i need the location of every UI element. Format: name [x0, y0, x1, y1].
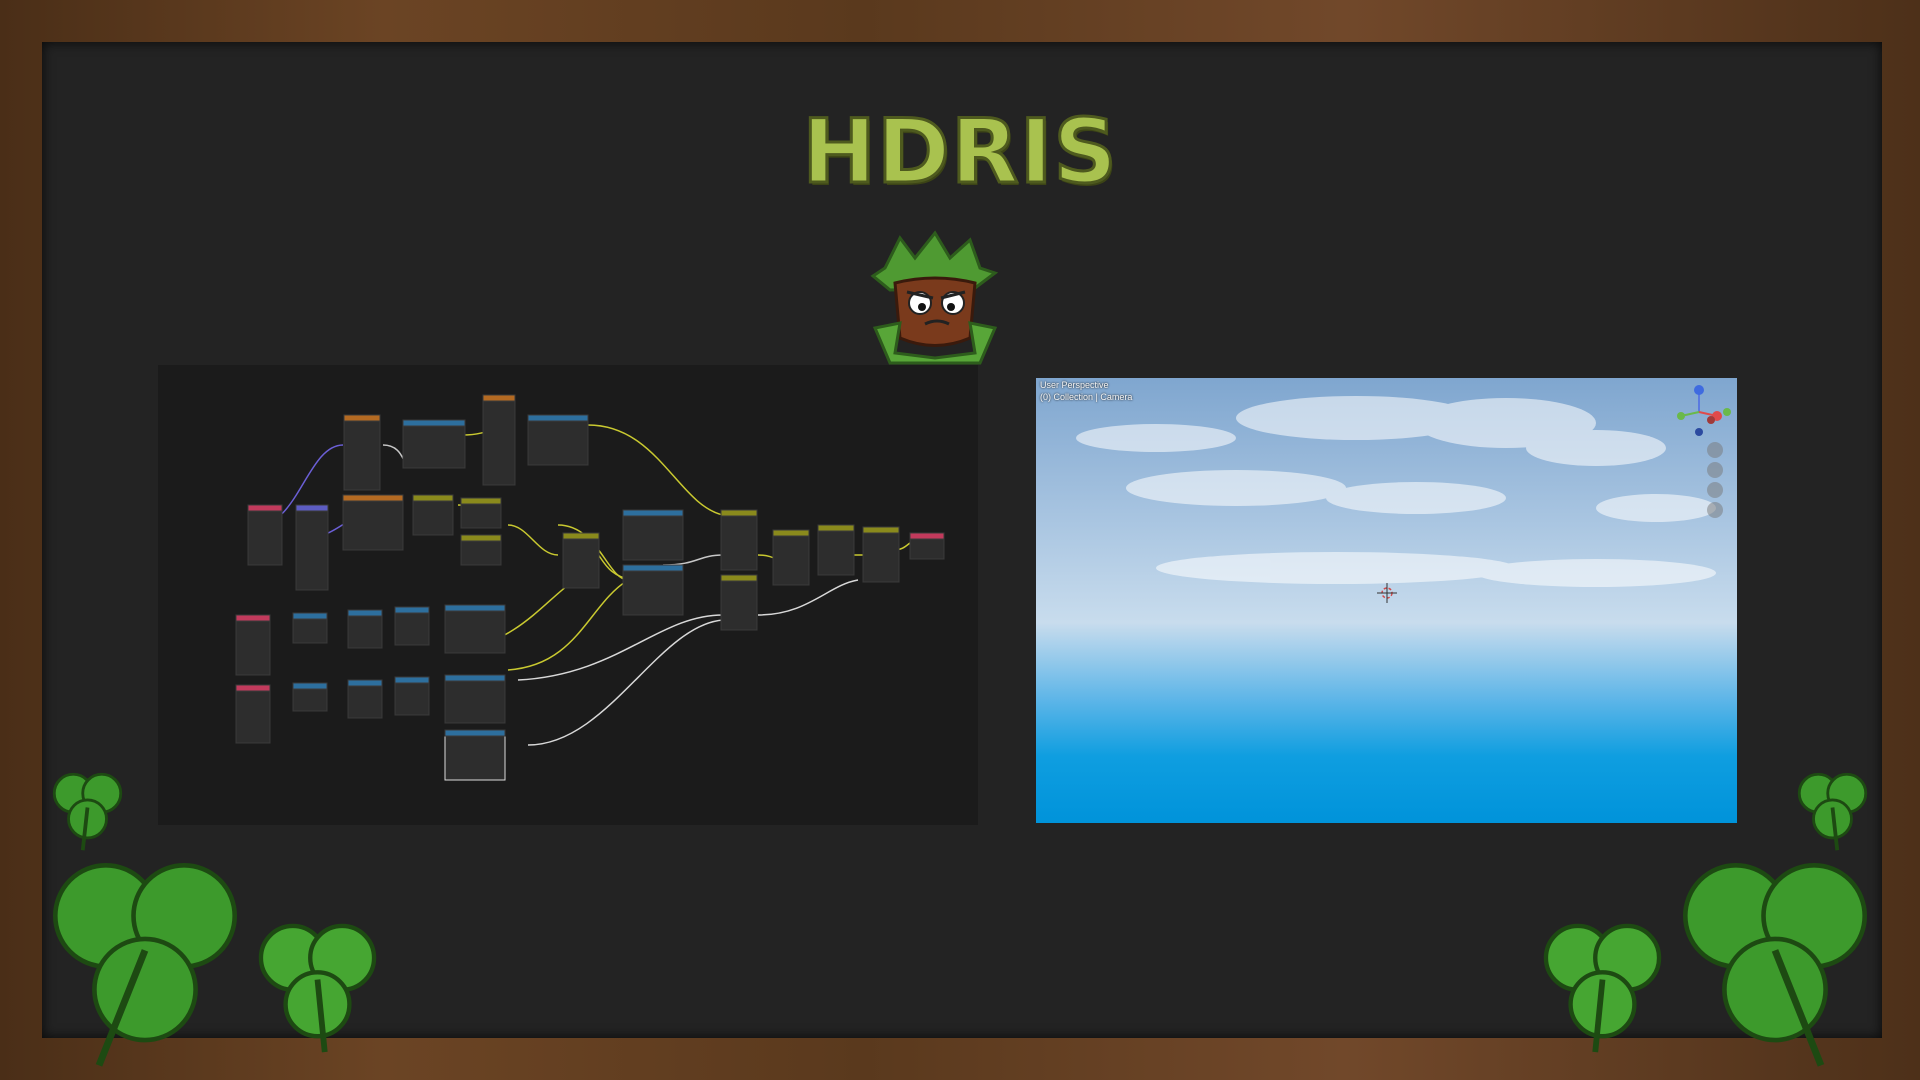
- 3d-viewport[interactable]: User Perspective (0) Collection | Camera: [1036, 378, 1737, 823]
- zoom-icon[interactable]: [1707, 442, 1723, 458]
- clover-icon: [1683, 863, 1867, 1067]
- 3d-cursor-icon: [1377, 583, 1397, 603]
- clover-icon: [52, 772, 123, 851]
- grid-icon[interactable]: [1707, 502, 1723, 518]
- clover-icon: [258, 923, 377, 1053]
- viewport-tool-column: [1707, 442, 1725, 522]
- camera-icon[interactable]: [1707, 482, 1723, 498]
- navigation-gizmo-icon[interactable]: [1673, 382, 1733, 442]
- clover-icon: [1543, 923, 1662, 1053]
- hazelnut-mascot-icon: [870, 230, 999, 365]
- node-editor-screenshot: [158, 365, 978, 825]
- viewport-collection-label: (0) Collection | Camera: [1040, 392, 1133, 402]
- node-graph: [235, 394, 945, 781]
- hand-icon[interactable]: [1707, 462, 1723, 478]
- sky-clouds: [1076, 396, 1716, 587]
- clover-icon: [53, 863, 237, 1067]
- clover-icon: [1797, 772, 1868, 851]
- viewport-perspective-label: User Perspective: [1040, 380, 1109, 390]
- slide-title: HDRIS: [801, 99, 1119, 205]
